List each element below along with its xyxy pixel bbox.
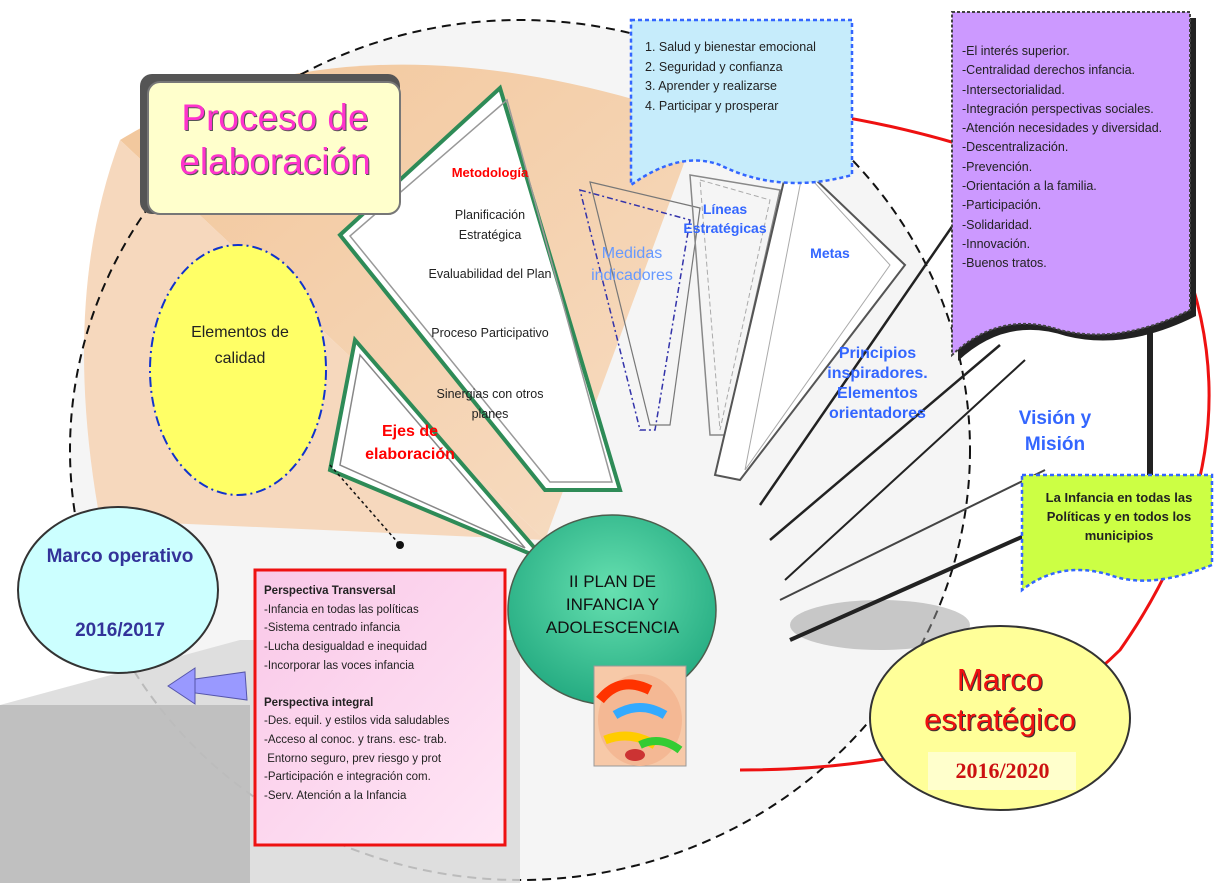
transversal-title: Perspectiva Transversal	[264, 585, 396, 597]
integral-item: -Acceso al conoc. y trans. esc- trab.	[264, 733, 447, 746]
integral-item: Entorno seguro, prev riesgo y prot	[264, 752, 442, 765]
metas-ray	[713, 153, 907, 482]
principle-item: -Orientación a la familia.	[962, 179, 1097, 194]
principle-item: -Integración perspectivas sociales.	[962, 101, 1154, 116]
goal-item: 3. Aprender y realizarse	[645, 79, 778, 93]
plan-title: II PLAN DE INFANCIA Y ADOLESCENCIA	[545, 572, 680, 637]
vision-ray-3	[779, 469, 1046, 601]
medidas-ray-outline	[589, 181, 701, 426]
principle-item: -Centralidad derechos infancia.	[962, 63, 1136, 78]
integral-item: -Des. equil. y estilos vida saludables	[264, 715, 450, 728]
principles-box	[951, 11, 1191, 358]
bottom-shadow-dark	[0, 705, 250, 883]
ejes-triangle	[327, 335, 547, 562]
metodologia-item-4: Sinergias con otros planes	[436, 387, 544, 421]
goals-box	[629, 18, 854, 188]
integral-item: -Participación e integración com.	[264, 771, 431, 784]
metodologia-triangle-inner	[348, 98, 613, 483]
pointer-dot	[396, 541, 404, 549]
principle-item: -El interés superior.	[962, 44, 1070, 58]
perspectivas-box	[253, 568, 507, 847]
goal-item: 2. Seguridad y confianza	[645, 59, 783, 74]
integral-title: Perspectiva integral	[264, 696, 374, 709]
principios-label: Principios inspiradores. Elementos orien…	[827, 345, 928, 422]
proceso-title: Proceso de elaboración	[179, 97, 371, 182]
principles-list: -El interés superior. -Centralidad derec…	[962, 42, 1180, 274]
transversal-item: -Incorporar las voces infancia	[264, 659, 415, 672]
infancia-text: La Infancia en todas las Políticas y en …	[1045, 490, 1193, 543]
metodologia-item-1: Planificación Estratégica	[454, 208, 526, 242]
principle-item: -Intersectorialidad.	[962, 82, 1065, 97]
principle-item: -Solidaridad.	[962, 217, 1033, 232]
calidad-label: Elementos de calidad	[191, 324, 289, 367]
integral-item: -Serv. Atención a la Infancia	[264, 790, 407, 803]
estrategico-years-box	[928, 752, 1076, 790]
metas-label: Metas	[810, 245, 850, 261]
principle-item: -Buenos tratos.	[962, 256, 1047, 271]
principle-item: -Participación.	[962, 198, 1042, 213]
lineas-label: Líneas Estratégicas	[683, 201, 767, 236]
metodologia-item-2: Evaluabilidad del Plan	[428, 267, 552, 281]
plan-shadow	[790, 600, 970, 650]
lineas-ray-inner	[699, 179, 771, 431]
marco-operativo-years: 2016/2017	[75, 620, 165, 641]
principios-ray-3	[784, 359, 1026, 581]
ejes-triangle-inner	[339, 353, 526, 549]
goal-item: 1. Salud y bienestar emocional	[645, 40, 816, 54]
marco-operativo-title: Marco operativo	[46, 546, 194, 567]
metodologia-title: Metodología	[451, 165, 529, 180]
principios-ray-1	[769, 344, 1001, 541]
transversal-item: -Lucha desigualdad e inequidad	[264, 641, 428, 654]
transversal-item: -Sistema centrado infancia	[264, 622, 401, 635]
transversal-item: -Infancia en todas las políticas	[264, 603, 419, 616]
metodologia-item-3: Proceso Participativo	[431, 326, 549, 340]
principle-item: -Descentralización.	[962, 140, 1069, 155]
principle-item: -Innovación.	[962, 236, 1031, 251]
infancia-box	[1020, 473, 1214, 593]
goal-item: 4. Participar y prosperar	[645, 98, 779, 113]
vision-label: Visión y Misión	[1018, 408, 1092, 455]
proceso-box	[147, 81, 401, 215]
arrow-left-icon	[167, 667, 196, 705]
principle-item: -Prevención.	[962, 159, 1033, 174]
perspectivas-content: Perspectiva Transversal -Infancia en tod…	[264, 582, 500, 806]
metas-ray-inner	[744, 168, 891, 471]
principios-ray-2	[758, 214, 962, 506]
marco-estrategico-title: Marco estratégico	[924, 662, 1076, 737]
goals-list: 1. Salud y bienestar emocional 2. Seguri…	[645, 38, 850, 116]
vision-ray-1	[789, 518, 1061, 642]
principle-item: -Atención necesidades y diversidad.	[962, 121, 1163, 136]
marco-operativo-oval	[17, 506, 219, 674]
calidad-oval	[149, 244, 327, 496]
marco-estrategico-years: 2016/2020	[955, 758, 1050, 783]
ejes-label: Ejes de elaboración	[365, 423, 455, 463]
medidas-label: Medidas indicadores	[591, 245, 673, 284]
child-photo	[593, 665, 687, 767]
medidas-ray	[578, 188, 691, 431]
